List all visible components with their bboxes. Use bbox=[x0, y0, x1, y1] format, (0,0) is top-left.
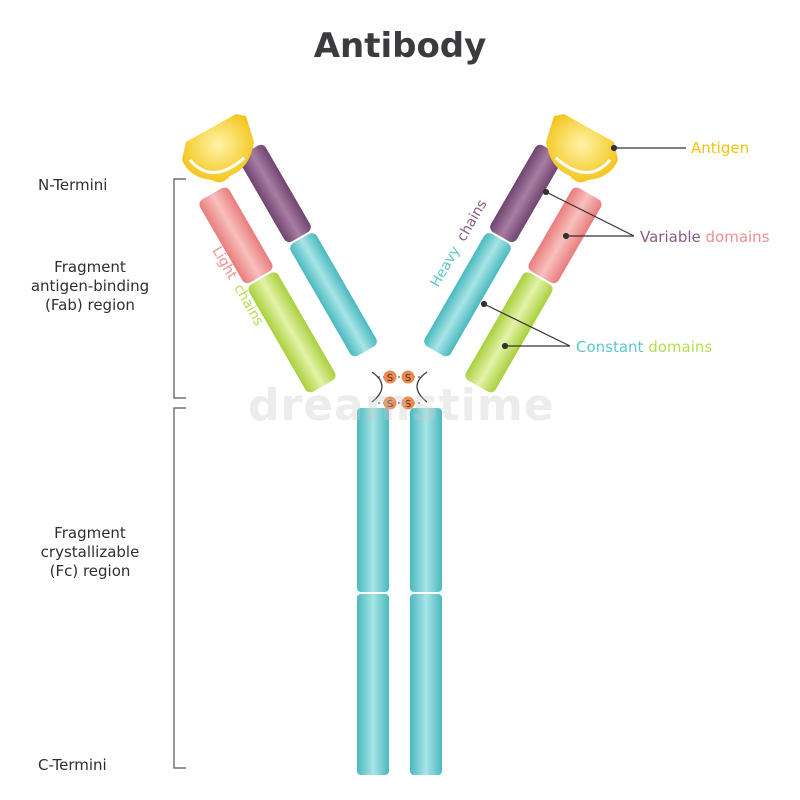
fc-label-line: Fragment bbox=[54, 524, 126, 542]
fc-heavy-right-lower bbox=[410, 594, 442, 775]
fab-bracket bbox=[173, 178, 186, 399]
fab-label-line: Fragment bbox=[54, 258, 126, 276]
constant-domains-callout: Constant domains bbox=[576, 338, 712, 356]
fc-label-line: (Fc) region bbox=[49, 562, 131, 580]
heavy-variable-domain-right bbox=[490, 144, 562, 243]
antigen-callout: Antigen bbox=[691, 139, 750, 157]
domains-word: domains bbox=[705, 228, 770, 246]
disulfide-bonds: S S S S bbox=[378, 370, 420, 410]
fc-heavy-left-upper bbox=[357, 408, 389, 592]
disulfide-label: S bbox=[405, 399, 411, 410]
fc-heavy-left-lower bbox=[357, 594, 389, 775]
hinge bbox=[371, 371, 428, 403]
region-brackets bbox=[173, 178, 186, 769]
fc-region-label: Fragment crystallizable (Fc) region bbox=[10, 524, 170, 581]
fc-label-line: crystallizable bbox=[40, 543, 140, 561]
disulfide-label: S bbox=[387, 399, 393, 410]
page-title: Antibody bbox=[313, 26, 487, 66]
n-termini-label: N-Termini bbox=[38, 176, 108, 194]
disulfide-atom bbox=[401, 370, 415, 384]
watermark: dreamstime bbox=[248, 380, 555, 431]
light-constant-domain-left bbox=[248, 272, 336, 393]
fab-arm-left bbox=[182, 114, 377, 393]
disulfide-atom bbox=[401, 396, 415, 410]
light-variable-domain-left bbox=[199, 187, 273, 284]
fc-bracket bbox=[173, 407, 186, 769]
disulfide-label: S bbox=[405, 373, 411, 384]
light-constant-domain-right bbox=[465, 272, 553, 393]
fab-label-line: antigen-binding bbox=[30, 277, 150, 295]
fc-heavy-right-upper bbox=[410, 408, 442, 592]
heavy-variable-domain-left bbox=[239, 144, 311, 243]
fab-label-line: (Fab) region bbox=[45, 296, 135, 314]
constant-word: Constant bbox=[576, 338, 644, 356]
fab-region-label: Fragment antigen-binding (Fab) region bbox=[10, 258, 170, 315]
disulfide-atom bbox=[383, 396, 397, 410]
fc-stem bbox=[357, 408, 442, 775]
variable-domains-callout: Variable domains bbox=[640, 228, 770, 246]
disulfide-atom bbox=[383, 370, 397, 384]
c-termini-label: C-Termini bbox=[38, 756, 107, 774]
callout-lines bbox=[480, 144, 686, 350]
disulfide-label: S bbox=[387, 373, 393, 384]
heavy-constant-domain-right bbox=[424, 233, 511, 357]
variable-word: Variable bbox=[640, 228, 701, 246]
heavy-constant-domain-left bbox=[290, 233, 377, 357]
domains-word: domains bbox=[648, 338, 713, 356]
